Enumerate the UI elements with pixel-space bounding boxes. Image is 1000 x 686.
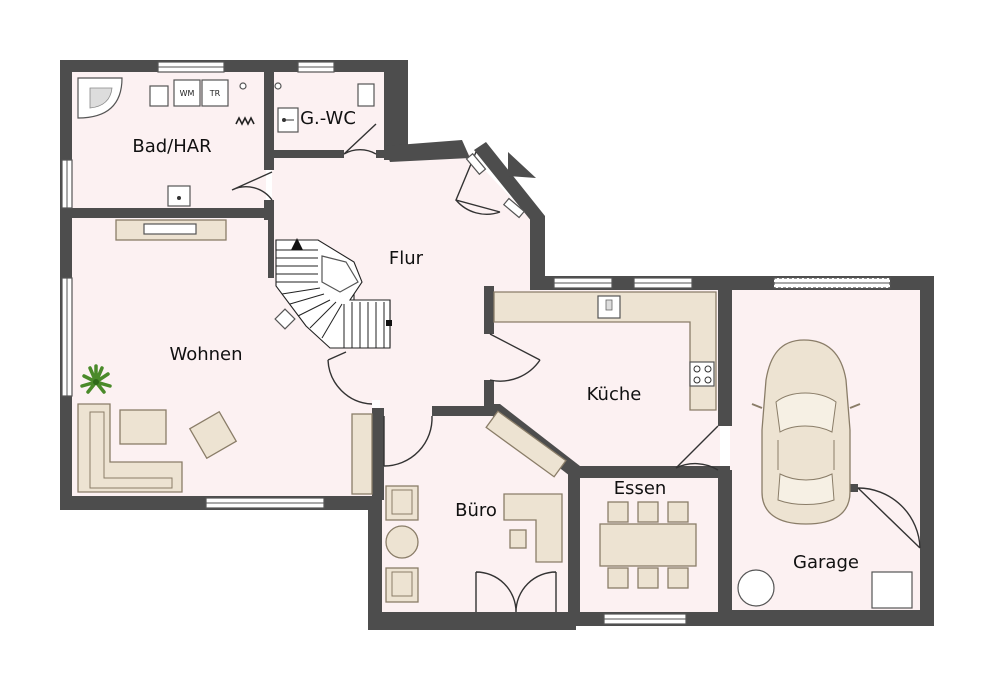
washbasin-bad bbox=[149, 85, 169, 107]
wall-essen-garage bbox=[718, 470, 732, 626]
dryer bbox=[201, 79, 229, 107]
door-wohnen bbox=[327, 351, 373, 405]
room-label-garage: Garage bbox=[793, 552, 859, 573]
wall-flur-buero bbox=[432, 406, 494, 416]
door-bad bbox=[231, 171, 273, 201]
room-label-bad: Bad/HAR bbox=[132, 136, 211, 157]
buero-round-table bbox=[385, 525, 419, 559]
buero-chair-2 bbox=[385, 567, 419, 603]
washer-label: WM bbox=[180, 89, 195, 98]
stair-arrow-icon bbox=[291, 238, 303, 250]
garage-box bbox=[871, 571, 913, 609]
wall-flur-diag-right bbox=[474, 142, 545, 228]
dining-chairs bbox=[607, 501, 689, 589]
buero-chair-1 bbox=[385, 485, 419, 521]
stair-treads bbox=[276, 249, 385, 348]
wall-bad-flur bbox=[264, 60, 274, 170]
wall-wohnen-right bbox=[372, 408, 384, 500]
windows bbox=[61, 61, 891, 625]
stair-outline bbox=[275, 239, 391, 349]
buero-shelf bbox=[485, 410, 567, 478]
washer bbox=[173, 79, 201, 107]
wall-bad-wohnen bbox=[60, 208, 274, 218]
room-labels: Bad/HAR G.-WC Flur Wohnen Küche Büro Ess… bbox=[132, 108, 859, 573]
door-kueche bbox=[489, 333, 541, 382]
buero-furniture bbox=[385, 410, 567, 603]
wc-drain bbox=[274, 82, 282, 90]
stair-end-marker bbox=[386, 320, 392, 326]
door-buero-double bbox=[475, 571, 557, 613]
wall-wc-right bbox=[384, 60, 408, 160]
dining-table bbox=[599, 523, 697, 567]
wall-essen-top bbox=[568, 466, 730, 478]
wall-wohnen-flur bbox=[268, 218, 274, 278]
car-icon bbox=[751, 339, 861, 525]
tv bbox=[143, 223, 197, 235]
stair-landing bbox=[321, 255, 359, 293]
room-label-essen: Essen bbox=[614, 478, 667, 499]
armchair bbox=[188, 410, 238, 460]
wall-bad-flur-low bbox=[264, 200, 274, 220]
kueche-fixtures bbox=[493, 291, 717, 411]
wall-flur-kueche-low bbox=[484, 380, 494, 414]
side-sofa bbox=[351, 413, 373, 495]
floor-kueche bbox=[490, 290, 720, 470]
door-entrance-jamb2 bbox=[465, 152, 487, 176]
door-entrance-jamb bbox=[502, 197, 526, 219]
drain-icon bbox=[239, 82, 247, 90]
entry-marker bbox=[508, 152, 536, 178]
wall-buero-essen bbox=[568, 466, 580, 626]
wc-fixtures bbox=[274, 82, 375, 133]
wall-buero-left bbox=[368, 496, 382, 630]
toilet bbox=[357, 83, 375, 107]
wall-bottom-garage bbox=[718, 610, 934, 626]
essen-furniture bbox=[599, 501, 697, 589]
wall-wc-bottom-r bbox=[376, 150, 390, 158]
stair-column bbox=[274, 308, 296, 330]
garage-bin bbox=[737, 569, 775, 607]
coffee-table bbox=[119, 409, 167, 445]
radiator-icon bbox=[235, 116, 255, 126]
floor-buero bbox=[380, 408, 570, 612]
garage-contents bbox=[737, 339, 913, 609]
room-label-gwc: G.-WC bbox=[300, 108, 356, 129]
wall-flur-right bbox=[530, 218, 545, 290]
wall-kueche-garage bbox=[718, 276, 732, 426]
room-label-buero: Büro bbox=[455, 500, 497, 521]
staircase bbox=[274, 238, 392, 349]
dryer-label: TR bbox=[209, 89, 221, 98]
door-buero bbox=[383, 415, 433, 467]
kitchen-counter bbox=[493, 291, 717, 411]
room-label-kueche: Küche bbox=[587, 384, 642, 405]
door-garage-inner bbox=[675, 425, 719, 471]
bad-fixtures: WM TR bbox=[77, 77, 255, 207]
desk-chair bbox=[509, 529, 527, 549]
doors bbox=[231, 123, 921, 613]
wall-garage-door-left bbox=[848, 484, 858, 492]
door-entrance bbox=[455, 151, 501, 215]
wohnen-furniture bbox=[77, 219, 373, 495]
door-wc bbox=[343, 123, 377, 155]
room-label-wohnen: Wohnen bbox=[169, 344, 242, 365]
desk bbox=[503, 493, 563, 563]
room-label-flur: Flur bbox=[389, 248, 424, 269]
plant-icon bbox=[80, 364, 112, 394]
wall-garage-right bbox=[920, 276, 934, 626]
wall-wc-bottom bbox=[264, 150, 344, 158]
door-garage-outer bbox=[857, 487, 921, 549]
wall-bottom-buero bbox=[368, 612, 576, 630]
wall-flur-kueche bbox=[484, 286, 494, 334]
wall-flur-diag-top bbox=[384, 140, 470, 162]
